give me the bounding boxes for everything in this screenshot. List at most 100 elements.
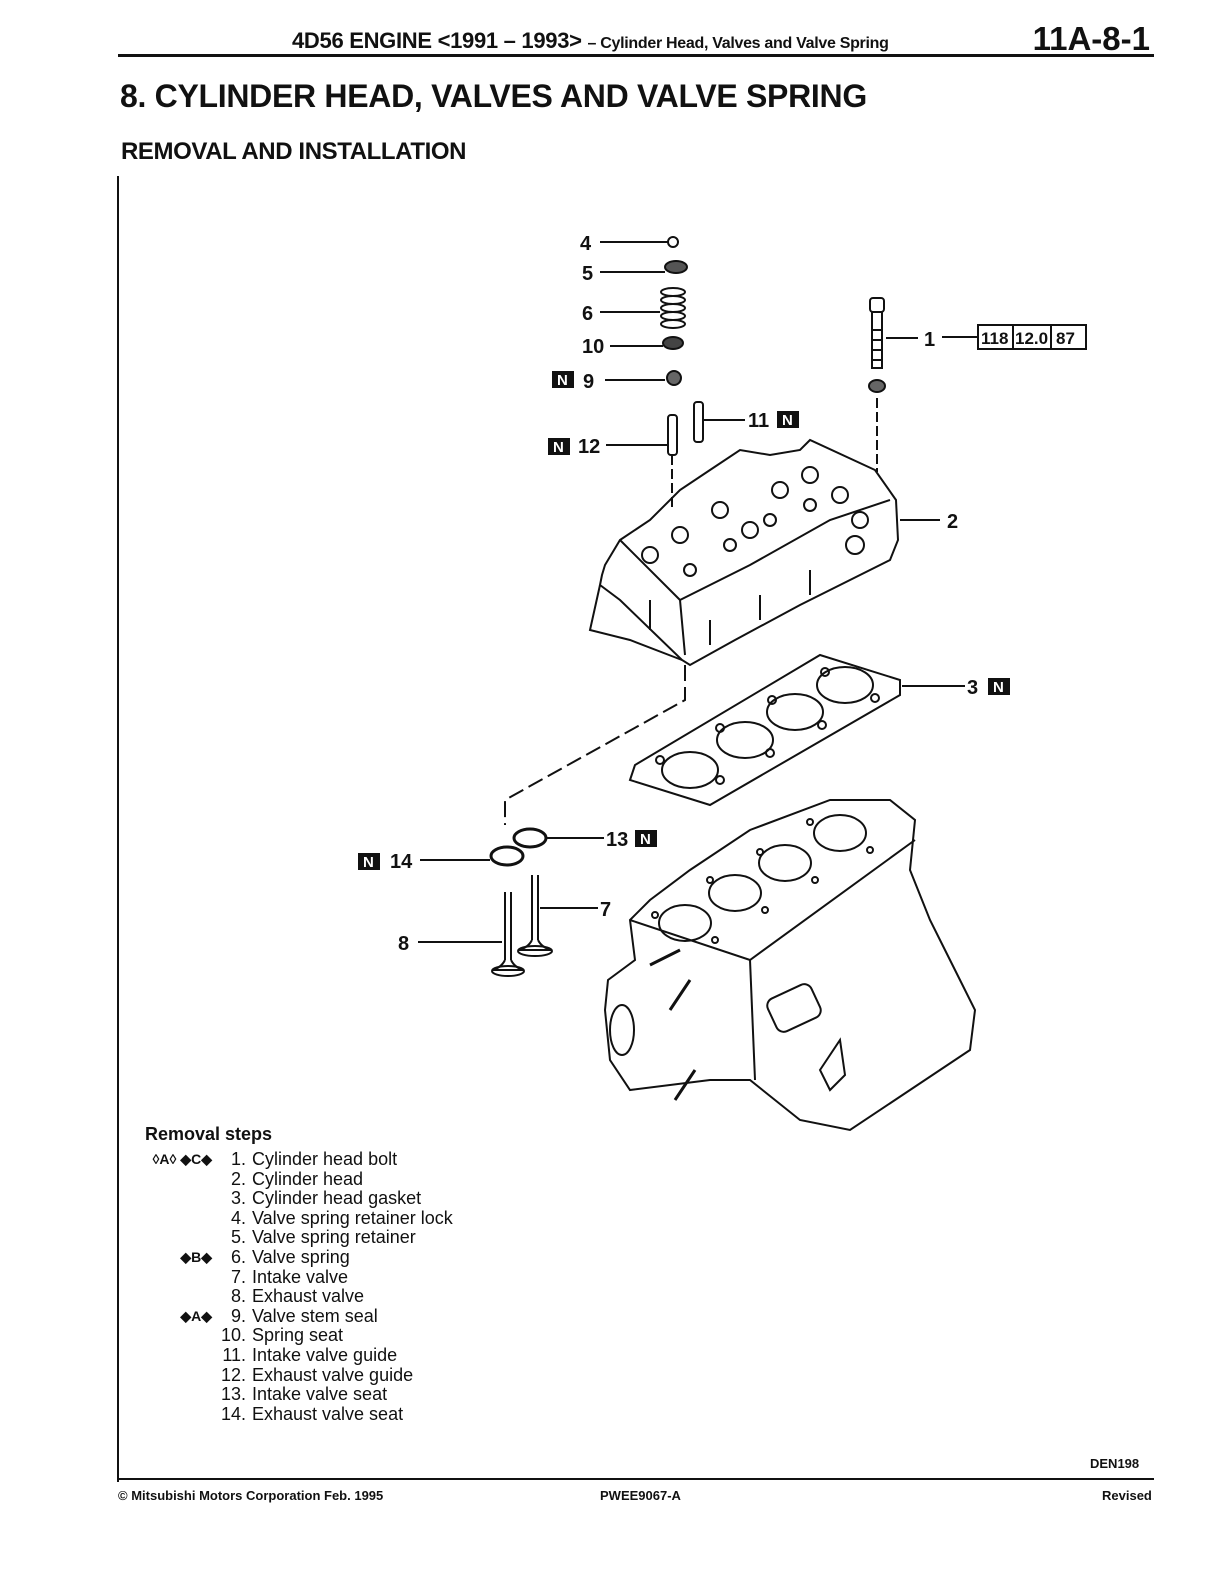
callout-10: 10 — [582, 336, 604, 358]
stem-seal-part — [666, 370, 682, 386]
callout-9: 9 — [583, 371, 594, 393]
new-part-mark-9-label: N — [557, 372, 568, 389]
step-mark — [140, 1287, 218, 1307]
callout-7: 7 — [600, 899, 611, 921]
list-item: 2. Cylinder head — [140, 1168, 660, 1190]
step-text: Valve stem seal — [252, 1305, 378, 1326]
step-text: Cylinder head bolt — [252, 1149, 398, 1169]
step-number: 13. — [220, 1384, 246, 1405]
list-item: 10. Spring seat — [140, 1326, 660, 1346]
step-mark — [140, 1326, 218, 1346]
footer-doc-code: PWEE9067-A — [600, 1488, 681, 1503]
list-item: 11. Intake valve guide — [140, 1344, 660, 1366]
new-part-mark-13 — [635, 830, 657, 847]
step-text: Cylinder head gasket — [252, 1188, 422, 1209]
step-mark — [140, 1385, 218, 1405]
step-text: Valve spring retainer — [252, 1227, 416, 1248]
list-item: ◆B◆6.Valve spring — [140, 1246, 660, 1268]
callout-14: 14 — [390, 851, 413, 873]
callout-4: 4 — [580, 233, 592, 255]
step-number: 11. — [222, 1344, 246, 1365]
step-number: 14. — [220, 1403, 246, 1424]
callout-2: 2 — [947, 511, 958, 533]
callout-8: 8 — [398, 933, 409, 955]
step-number: 6. — [230, 1246, 246, 1267]
step-number: 3. — [230, 1188, 246, 1209]
list-item: 3. Cylinder head gasket — [140, 1189, 660, 1209]
step-number: 2. — [230, 1168, 246, 1189]
list-item: 7.Intake valve — [140, 1266, 660, 1288]
cylinder-block-part — [603, 799, 977, 1132]
step-number: 8. — [230, 1286, 246, 1307]
step-mark: ◊A◊ ◆C◆ — [152, 1151, 212, 1167]
exhaust-valve-guide-part — [667, 414, 678, 456]
callout-11: 11 — [748, 410, 769, 432]
step-number: 5. — [230, 1227, 246, 1248]
exhaust-valve-part — [491, 892, 525, 977]
step-mark — [140, 1405, 218, 1425]
exhaust-valve-seat-part — [489, 845, 525, 867]
page-number: 11A-8-1 — [1032, 20, 1150, 57]
list-item: 8. Exhaust valve — [140, 1287, 660, 1307]
step-mark — [140, 1189, 218, 1209]
callout-1: 1 — [924, 329, 935, 351]
step-mark — [140, 1268, 218, 1288]
step-mark — [140, 1346, 218, 1366]
step-text: Exhaust valve seat — [252, 1403, 404, 1424]
cylinder-head-part — [588, 438, 900, 667]
header-title-main: 4D56 ENGINE <1991 – 1993> — [292, 28, 582, 53]
list-item: 4. Valve spring retainer lock — [140, 1207, 660, 1229]
intake-valve-part — [517, 875, 553, 957]
header-title-sub: – Cylinder Head, Valves and Valve Spring — [587, 35, 889, 52]
step-number: 12. — [220, 1364, 246, 1385]
torque-spec-box: 118 12.0 87 — [977, 324, 1087, 350]
header-title: 4D56 ENGINE <1991 – 1993> – Cylinder Hea… — [292, 28, 889, 54]
new-part-mark-9 — [552, 371, 574, 388]
list-item: 5. Valve spring retainer — [140, 1228, 660, 1248]
footer-status: Revised — [1102, 1488, 1152, 1503]
step-text: Exhaust valve guide — [252, 1364, 414, 1385]
new-part-mark-3-label: N — [993, 679, 1004, 696]
intake-valve-seat-part — [512, 827, 548, 849]
step-text: Exhaust valve — [252, 1286, 365, 1307]
margin-rule — [117, 176, 119, 1482]
step-mark — [140, 1366, 218, 1386]
figure-code: DEN198 — [1090, 1456, 1140, 1471]
step-text: Spring seat — [252, 1325, 344, 1346]
new-part-mark-11 — [777, 411, 799, 428]
step-text: Intake valve seat — [252, 1384, 388, 1405]
new-part-mark-12-label: N — [553, 439, 564, 456]
new-part-mark-14 — [358, 853, 380, 870]
step-mark — [140, 1228, 218, 1248]
retainer-lock-part — [667, 236, 679, 248]
exploded-diagram: 4 5 6 10 N 9 11 N N 12 1 118 — [358, 233, 1087, 1132]
footer-rule — [118, 1478, 1154, 1480]
callout-13: 13 — [606, 829, 628, 851]
footer-copyright: © Mitsubishi Motors Corporation Feb. 199… — [118, 1488, 384, 1503]
new-part-mark-11-label: N — [782, 412, 793, 429]
spring-retainer-part — [664, 260, 688, 274]
new-part-mark-14-label: N — [363, 854, 374, 871]
step-text: Intake valve — [252, 1266, 349, 1287]
list-item: ◆A◆9.Valve stem seal — [140, 1305, 660, 1327]
section-title: 8. CYLINDER HEAD, VALVES AND VALVE SPRIN… — [120, 78, 867, 114]
step-number: 4. — [230, 1207, 246, 1228]
torque-ftlbs: 87 — [1056, 329, 1075, 348]
step-text: Cylinder head — [252, 1168, 364, 1189]
valve-spring-part — [660, 287, 686, 329]
callout-3: 3 — [967, 677, 978, 699]
callout-6: 6 — [582, 303, 593, 325]
list-item: 13. Intake valve seat — [140, 1385, 660, 1405]
step-number: 10. — [220, 1325, 246, 1346]
step-text: Intake valve guide — [252, 1344, 398, 1365]
intake-valve-guide-part — [693, 401, 704, 443]
new-part-mark-13-label: N — [640, 831, 651, 848]
list-item: ◊A◊ ◆C◆1.Cylinder head bolt — [140, 1149, 660, 1170]
list-item: 14. Exhaust valve seat — [140, 1403, 660, 1425]
cylinder-head-gasket-part — [628, 653, 901, 807]
step-text: Valve spring retainer lock — [252, 1207, 453, 1228]
torque-kgfm: 12.0 — [1015, 329, 1048, 348]
step-mark — [140, 1170, 218, 1190]
torque-nm: 118 — [981, 329, 1008, 348]
